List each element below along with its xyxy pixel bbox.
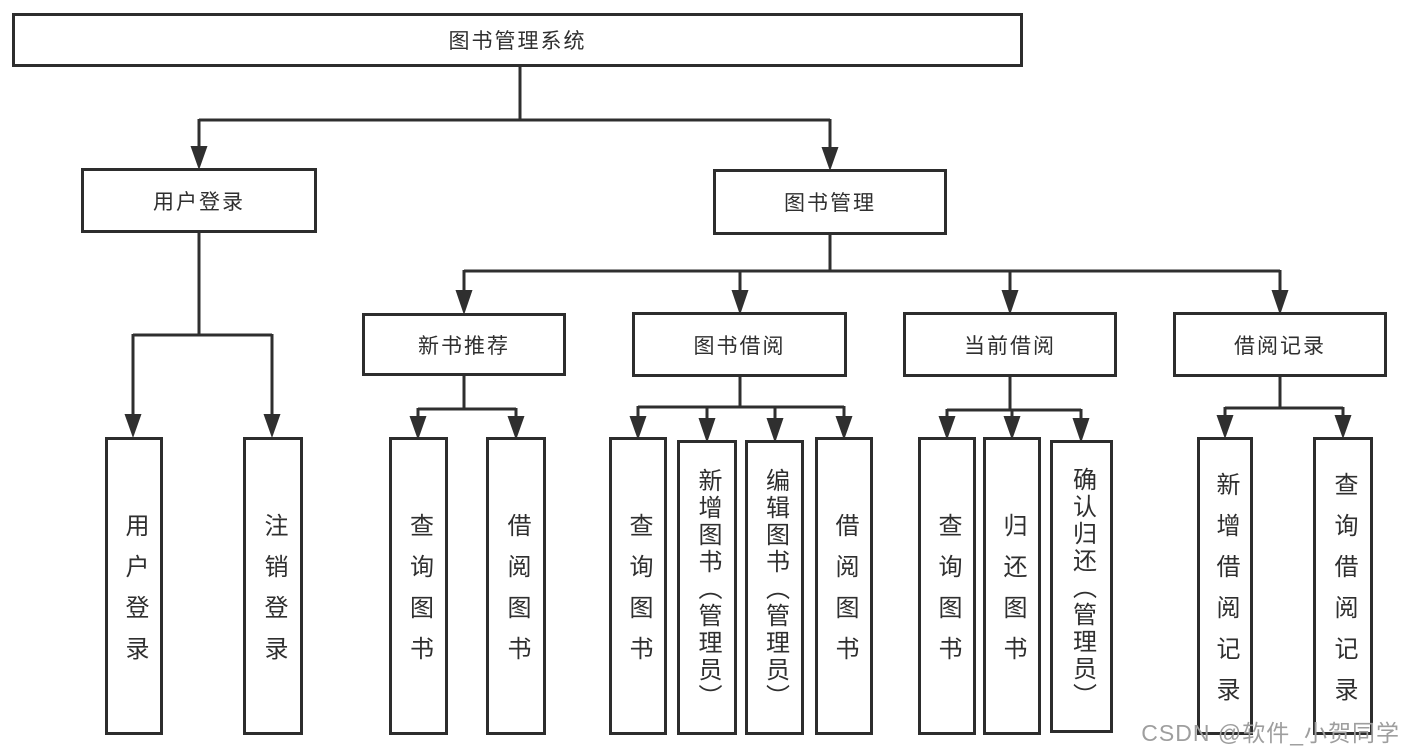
- leaf-label: 注销登录: [260, 512, 287, 677]
- node-new-book-recommendation: 新书推荐: [362, 313, 566, 376]
- leaf-user-login: 用户登录: [105, 437, 163, 735]
- connector-current-to-leaves: [945, 377, 1083, 420]
- leaf-query-books: 查询图书: [918, 437, 976, 735]
- node-current-borrowing: 当前借阅: [903, 312, 1117, 377]
- leaf-label: 查询图书: [405, 512, 433, 677]
- leaf-label: 归还图书: [999, 512, 1026, 677]
- leaf-add-books-admin: 新增图书（管理员）: [677, 440, 737, 735]
- node-borrowing-records: 借阅记录: [1173, 312, 1387, 377]
- leaf-label: 新增图书（管理员）: [694, 467, 721, 711]
- connector-records-to-leaves: [1223, 377, 1345, 417]
- node-book-borrowing: 图书借阅: [632, 312, 847, 377]
- leaf-label: 查询借阅记录: [1330, 471, 1357, 718]
- arrowheads-records-leaves: [1216, 415, 1352, 439]
- leaf-confirm-return-admin: 确认归还（管理员）: [1050, 440, 1113, 733]
- csdn-watermark: CSDN @软件_小贺同学: [1141, 720, 1400, 746]
- leaf-return-books: 归还图书: [983, 437, 1041, 735]
- leaf-label: 确认归还（管理员）: [1068, 466, 1096, 710]
- connector-root-to-level2: [197, 66, 832, 149]
- connector-bookmgmt-to-level3: [462, 235, 1282, 292]
- node-book-management: 图书管理: [713, 169, 947, 235]
- leaf-borrow-books: 借阅图书: [815, 437, 873, 735]
- leaf-query-borrow-record: 查询借阅记录: [1313, 437, 1373, 735]
- leaf-query-books: 查询图书: [609, 437, 667, 735]
- leaf-borrow-books: 借阅图书: [486, 437, 546, 735]
- leaf-query-books: 查询图书: [389, 437, 448, 735]
- connector-borrow-to-leaves: [636, 377, 846, 420]
- arrowheads-level3: [455, 290, 1289, 315]
- leaf-edit-books-admin: 编辑图书（管理员）: [745, 440, 804, 735]
- leaf-label: 查询图书: [625, 512, 652, 677]
- leaf-label: 借阅图书: [503, 512, 530, 677]
- connector-newbook-to-leaves: [416, 376, 518, 418]
- leaf-label: 新增借阅记录: [1212, 471, 1239, 718]
- leaf-label: 借阅图书: [831, 512, 858, 677]
- node-library-management-system: 图书管理系统: [12, 13, 1023, 67]
- leaf-label: 用户登录: [121, 512, 148, 677]
- arrowheads-userlogin-leaves: [124, 414, 281, 438]
- leaf-label: 查询图书: [934, 512, 961, 677]
- leaf-add-borrow-record: 新增借阅记录: [1197, 437, 1253, 735]
- connector-userlogin-to-leaves: [131, 233, 274, 416]
- node-user-login: 用户登录: [81, 168, 317, 233]
- leaf-label: 编辑图书（管理员）: [761, 467, 789, 711]
- leaf-logout: 注销登录: [243, 437, 303, 735]
